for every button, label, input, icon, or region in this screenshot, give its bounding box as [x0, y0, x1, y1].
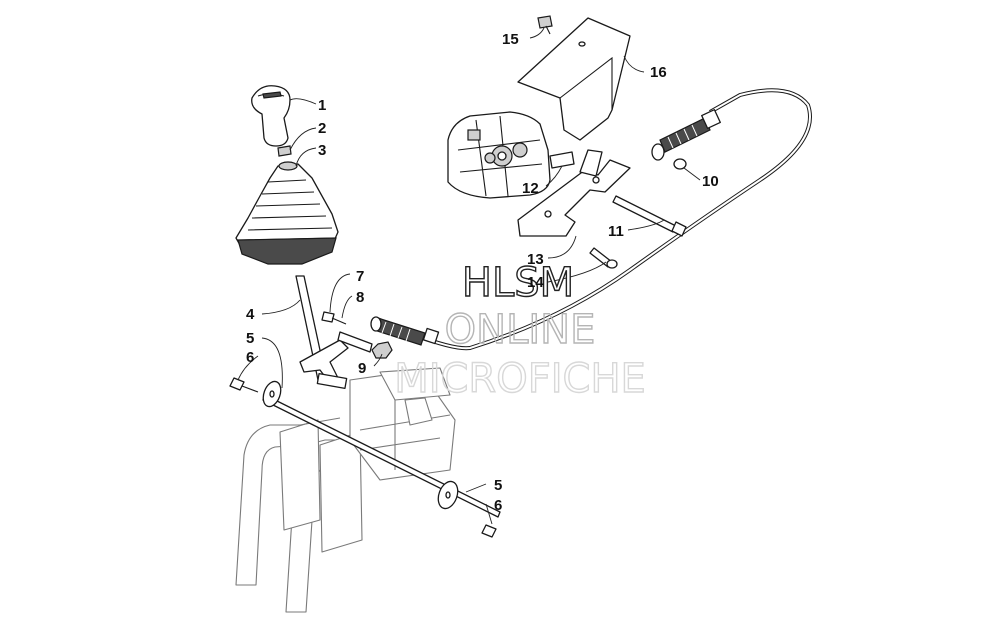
callout-7: 7	[356, 268, 364, 285]
watermark-line-3: MICROFICHE	[394, 356, 646, 402]
shift-knob	[251, 85, 291, 147]
jam-nut	[277, 145, 292, 157]
washer-right	[437, 480, 459, 510]
callout-9: 9	[358, 360, 366, 377]
callout-5-left: 5	[246, 330, 254, 347]
callout-11: 11	[608, 223, 624, 240]
callout-labels: 1 2 3 4 5 6 7 8 9 10 11 12 13 14 15 16 5…	[246, 31, 719, 514]
bolt-11	[612, 195, 687, 237]
shift-cable	[414, 88, 812, 351]
callout-3: 3	[318, 142, 326, 159]
screw-left	[229, 377, 259, 393]
shift-lever	[295, 275, 373, 390]
nut-9	[371, 341, 393, 359]
cable-end-left	[370, 316, 440, 346]
screw-right	[481, 524, 497, 538]
callout-6-right: 6	[494, 497, 502, 514]
callout-1: 1	[318, 97, 326, 114]
shift-bracket	[517, 149, 631, 237]
callout-6-left: 6	[246, 349, 254, 366]
bolt-13	[589, 247, 618, 269]
washer-10	[673, 158, 687, 170]
callout-8: 8	[356, 289, 364, 306]
callout-14: 14	[527, 274, 544, 291]
watermark-line-1: HLSM	[462, 260, 574, 306]
callout-16: 16	[650, 64, 667, 81]
watermark-line-2: ONLINE	[445, 307, 596, 353]
callout-13: 13	[527, 251, 544, 268]
callout-4: 4	[246, 306, 255, 323]
screw-15	[537, 15, 553, 35]
shift-boot	[235, 161, 339, 265]
callout-2: 2	[318, 120, 326, 137]
transmission-housing	[447, 111, 575, 199]
callout-12: 12	[522, 180, 539, 197]
callout-10: 10	[702, 173, 719, 190]
leader-lines	[237, 27, 701, 525]
callout-15: 15	[502, 31, 519, 48]
washer-left	[262, 380, 282, 408]
cable-end-right	[651, 109, 721, 161]
bolt-7	[321, 311, 347, 325]
heat-shield	[517, 17, 631, 141]
watermark: HLSM ONLINE MICROFICHE	[393, 259, 646, 402]
callout-5-right: 5	[494, 477, 502, 494]
